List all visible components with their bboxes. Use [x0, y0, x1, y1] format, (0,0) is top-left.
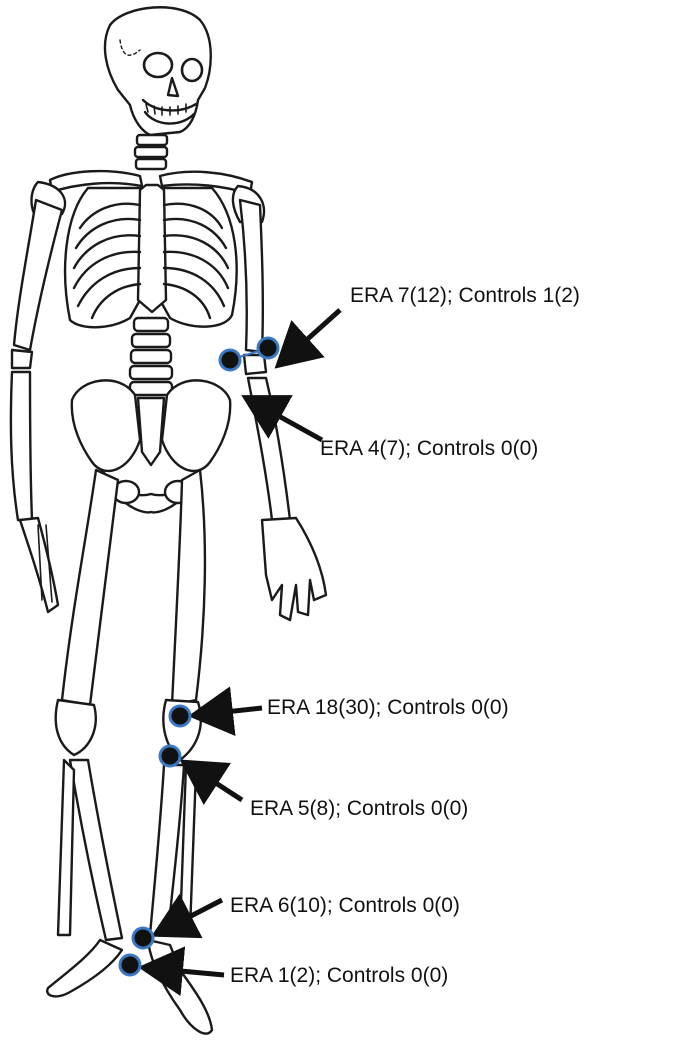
label-ankle-lower: ERA 1(2); Controls 0(0) — [230, 964, 448, 987]
arrow-knee-lower — [179, 759, 244, 806]
lumbar-spine — [128, 316, 174, 397]
callout-arrows — [138, 308, 342, 997]
callout-labels: ERA 7(12); Controls 1(2) ERA 4(7); Contr… — [230, 284, 580, 987]
skeleton-illustration — [9, 6, 328, 1035]
marker-elbow-medial — [218, 348, 242, 372]
marker-ankle-lower — [118, 953, 142, 977]
marker-ankle-upper — [131, 926, 155, 950]
pelvis — [70, 379, 232, 514]
cervical-spine — [133, 133, 169, 171]
viewer-right-arm — [238, 198, 328, 622]
arrow-ankle-upper — [151, 893, 224, 939]
rib-cage — [63, 183, 238, 329]
label-ankle-upper: ERA 6(10); Controls 0(0) — [230, 894, 460, 917]
label-knee-lower: ERA 5(8); Controls 0(0) — [250, 797, 468, 820]
viewer-left-leg — [46, 468, 124, 998]
arrow-elbow-lateral — [274, 308, 342, 369]
skull — [103, 6, 212, 137]
label-elbow-lateral: ERA 7(12); Controls 1(2) — [350, 284, 580, 307]
viewer-left-arm — [9, 198, 64, 614]
label-knee-upper: ERA 18(30); Controls 0(0) — [267, 696, 509, 719]
arrow-ankle-lower — [138, 946, 225, 997]
arrow-knee-upper — [188, 686, 263, 737]
marker-knee-lower — [158, 744, 182, 768]
arrow-elbow-medial — [241, 395, 324, 443]
marker-elbow-lateral — [256, 336, 280, 360]
marker-knee-upper — [168, 704, 192, 728]
label-elbow-medial: ERA 4(7); Controls 0(0) — [320, 437, 538, 460]
joint-markers — [118, 336, 280, 977]
